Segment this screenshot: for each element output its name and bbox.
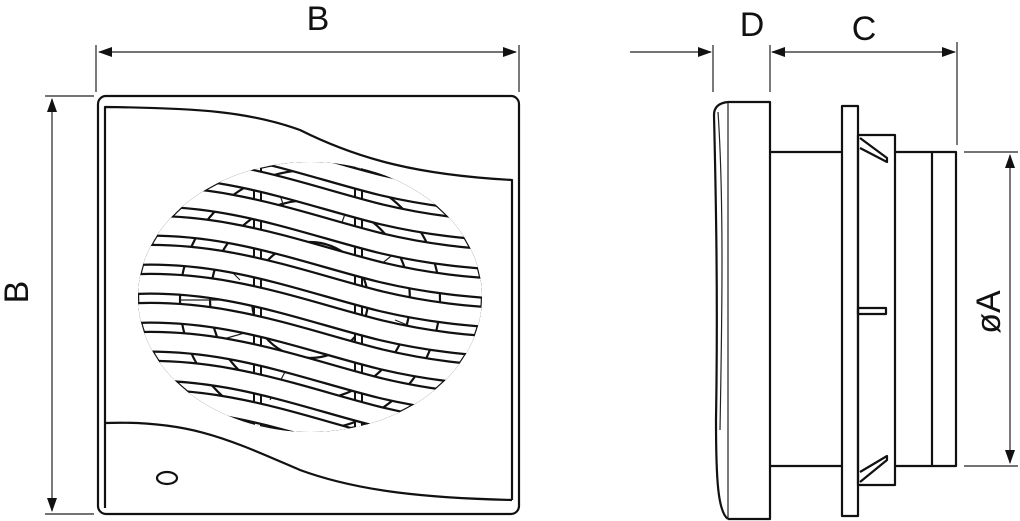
dimension-label-b-left: B	[0, 281, 36, 304]
side-clip-housing	[856, 133, 897, 487]
grille-slats	[138, 162, 482, 432]
front-inner-frame-top	[103, 105, 514, 508]
grille-slat	[138, 246, 482, 327]
side-duct-spigot	[895, 150, 958, 468]
fan-grille	[138, 162, 482, 432]
side-face-plate	[728, 100, 772, 521]
side-flange	[840, 104, 860, 518]
grille-slat-outline	[138, 417, 482, 432]
front-inner-frame-bottom	[104, 421, 513, 502]
dimension-diameter-a: øA	[964, 151, 1018, 467]
side-retaining-clips	[859, 137, 889, 483]
grille-slat	[138, 275, 482, 356]
side-view	[712, 100, 958, 521]
dimension-width: B	[95, 0, 520, 92]
side-body	[770, 150, 842, 468]
side-face-curve	[712, 100, 729, 520]
dimension-height: B	[0, 95, 94, 515]
grille-slat	[138, 217, 482, 298]
dimension-label-diameter-a: øA	[970, 290, 1008, 334]
front-view	[96, 94, 521, 516]
dimension-label-c: C	[852, 10, 877, 48]
indicator-light-icon	[155, 470, 179, 486]
dimension-depth-d: D	[630, 6, 771, 92]
dimension-depth-c: C	[771, 10, 958, 145]
grille-slat	[138, 420, 482, 432]
grille-slat	[138, 188, 482, 269]
side-pin	[856, 306, 888, 316]
dimension-label-d: D	[740, 6, 765, 44]
dimension-label-b-top: B	[307, 0, 330, 38]
front-plate-outline	[96, 94, 521, 516]
